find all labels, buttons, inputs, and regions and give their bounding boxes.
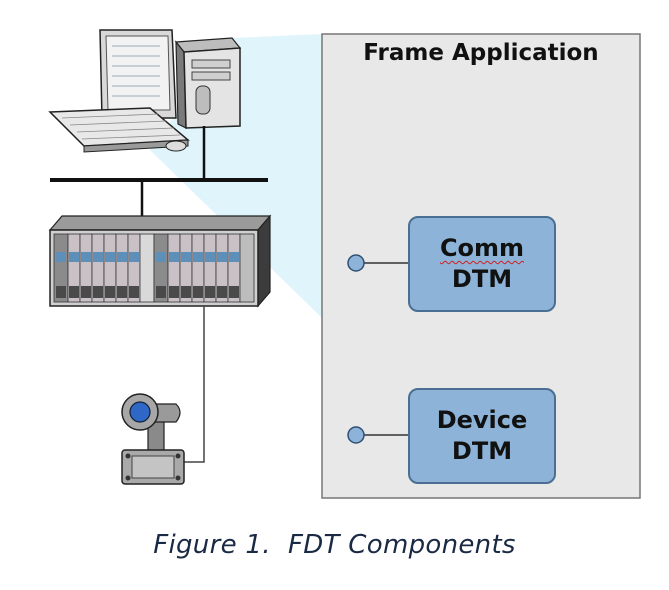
device-dtm-label-line2: DTM — [451, 437, 513, 465]
desktop-computer-icon — [48, 29, 242, 153]
frame-application-title: Frame Application — [363, 40, 599, 66]
control-system-rack-icon — [48, 214, 272, 308]
field-wire — [184, 306, 205, 463]
rack-modules-right — [153, 233, 255, 303]
device-dtm-box: Device DTM — [408, 388, 556, 484]
device-dtm-label-line1: Device — [436, 406, 528, 434]
device-connector-dot — [347, 426, 365, 444]
comm-connector-dot — [347, 254, 365, 272]
field-transmitter-icon — [121, 393, 185, 485]
figure-caption: Figure 1. FDT Components — [153, 530, 516, 560]
comm-dtm-label-line2: DTM — [451, 265, 513, 293]
rack-modules-left — [53, 233, 141, 303]
comm-dtm-label-line1: Comm — [439, 234, 525, 262]
comm-dtm-box: Comm DTM — [408, 216, 556, 312]
